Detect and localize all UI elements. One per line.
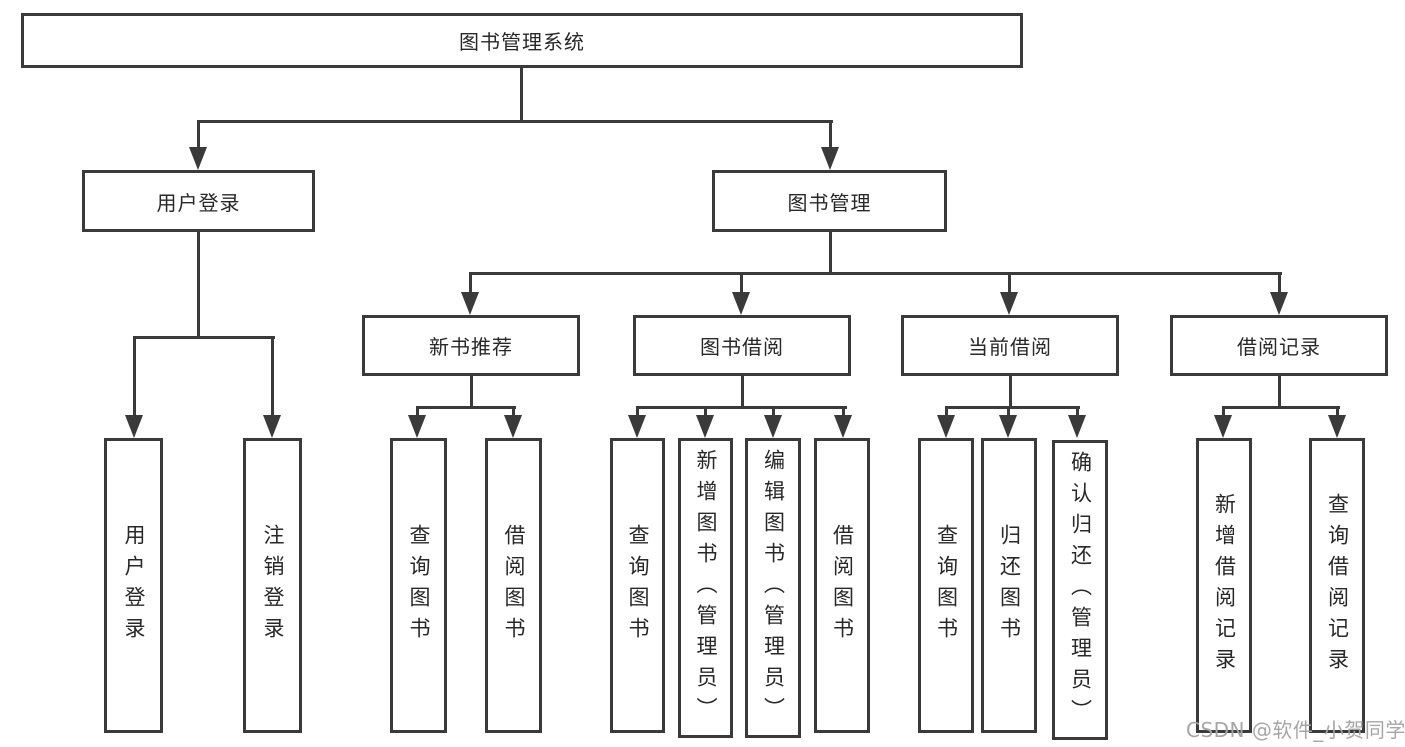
connector-stub: [704, 406, 707, 422]
node-label: 用户登录: [156, 190, 241, 215]
node-query-books: 查询图书: [390, 438, 447, 733]
node-label: 借阅图书: [830, 523, 855, 648]
connector-stub: [469, 272, 472, 298]
node-label: 确认归还（管理员）: [1068, 450, 1093, 730]
arrow-down-icon: [999, 415, 1017, 438]
connector-stub-book-management: [829, 120, 832, 152]
node-label: 归还图书: [997, 523, 1022, 648]
node-label: 查询图书: [626, 523, 650, 648]
node-query-borrow-record: 查询借阅记录: [1309, 438, 1365, 733]
arrow-down-icon: [821, 147, 839, 170]
arrow-down-icon: [263, 415, 281, 438]
arrow-down-icon: [461, 292, 479, 315]
node-label: 注销登录: [261, 523, 285, 648]
arrow-down-icon: [1068, 415, 1086, 438]
node-add-books-admin: 新增图书（管理员）: [678, 438, 733, 738]
node-edit-books-admin: 编辑图书（管理员）: [745, 438, 801, 738]
connector-stub: [772, 406, 775, 422]
connector-vline: [1009, 376, 1012, 408]
node-borrow-books: 借阅图书: [485, 438, 542, 733]
connector-stub: [416, 406, 419, 422]
node-library-management-system: 图书管理系统: [21, 13, 1023, 68]
arrow-down-icon: [628, 415, 646, 438]
connector-stub: [1008, 272, 1011, 298]
node-borrowing-records: 借阅记录: [1170, 315, 1388, 376]
node-label: 查询借阅记录: [1325, 492, 1350, 679]
connector-hline: [636, 406, 847, 409]
csdn-watermark: CSDN @软件_小贺同学: [1186, 718, 1405, 742]
node-return-books: 归还图书: [981, 438, 1037, 733]
node-book-borrowing: 图书借阅: [633, 315, 851, 376]
connector-stub: [945, 406, 948, 422]
connector-vline: [741, 376, 744, 408]
node-confirm-return-admin: 确认归还（管理员）: [1052, 440, 1108, 740]
connector-user-login-vline: [197, 232, 200, 338]
connector-stub: [1007, 406, 1010, 422]
node-label: 图书管理系统: [459, 30, 585, 54]
connector-stub: [636, 406, 639, 422]
node-label: 新书推荐: [429, 335, 513, 359]
connector-root-hline: [197, 120, 833, 123]
node-query-books: 查询图书: [610, 438, 665, 733]
connector-stub: [1278, 272, 1281, 298]
node-borrow-books: 借阅图书: [814, 438, 870, 733]
arrow-down-icon: [408, 415, 426, 438]
arrow-down-icon: [764, 415, 782, 438]
node-label: 当前借阅: [968, 335, 1052, 359]
node-add-borrow-record: 新增借阅记录: [1196, 438, 1252, 733]
connector-vline: [1278, 376, 1281, 408]
node-user-login-leaf: 用户登录: [104, 438, 163, 733]
connector-stub: [1336, 406, 1339, 422]
connector-stub: [512, 406, 515, 422]
arrow-down-icon: [1000, 292, 1018, 315]
connector-hline: [945, 406, 1080, 409]
arrow-down-icon: [696, 415, 714, 438]
node-new-book-recommendation: 新书推荐: [362, 315, 580, 376]
connector-book-management-vline: [829, 232, 832, 274]
node-logout: 注销登录: [243, 438, 302, 733]
connector-hline: [416, 406, 516, 409]
node-user-login: 用户登录: [82, 170, 315, 232]
arrow-down-icon: [732, 292, 750, 315]
arrow-down-icon: [125, 415, 143, 438]
connector-stub: [842, 406, 845, 422]
node-label: 新增借阅记录: [1212, 492, 1237, 679]
node-label: 借阅记录: [1237, 335, 1321, 359]
node-current-borrowing: 当前借阅: [901, 315, 1119, 376]
node-label: 用户登录: [122, 523, 146, 648]
connector-vline: [470, 376, 473, 408]
node-label: 新增图书（管理员）: [694, 448, 718, 728]
node-label: 图书借阅: [700, 335, 784, 359]
node-label: 编辑图书（管理员）: [761, 448, 786, 728]
connector-stub: [1222, 406, 1225, 422]
arrow-down-icon: [1328, 415, 1346, 438]
node-label: 查询图书: [934, 523, 959, 648]
node-label: 借阅图书: [502, 523, 526, 648]
node-book-management: 图书管理: [712, 170, 947, 232]
connector-hline: [1222, 406, 1340, 409]
arrow-down-icon: [937, 415, 955, 438]
connector-stub: [740, 272, 743, 298]
arrow-down-icon: [834, 415, 852, 438]
connector-stub: [133, 336, 136, 420]
connector-stub-user-login: [197, 120, 200, 152]
connector-user-login-hline: [133, 336, 275, 339]
node-label: 查询图书: [407, 523, 431, 648]
arrow-down-icon: [189, 147, 207, 170]
connector-stub: [271, 336, 274, 420]
arrow-down-icon: [1270, 292, 1288, 315]
connector-root-vline: [520, 68, 523, 120]
node-label: 图书管理: [787, 190, 872, 215]
connector-book-management-hline: [469, 272, 1282, 275]
arrow-down-icon: [504, 415, 522, 438]
connector-stub: [1076, 406, 1079, 422]
node-query-books: 查询图书: [918, 438, 974, 733]
arrow-down-icon: [1214, 415, 1232, 438]
